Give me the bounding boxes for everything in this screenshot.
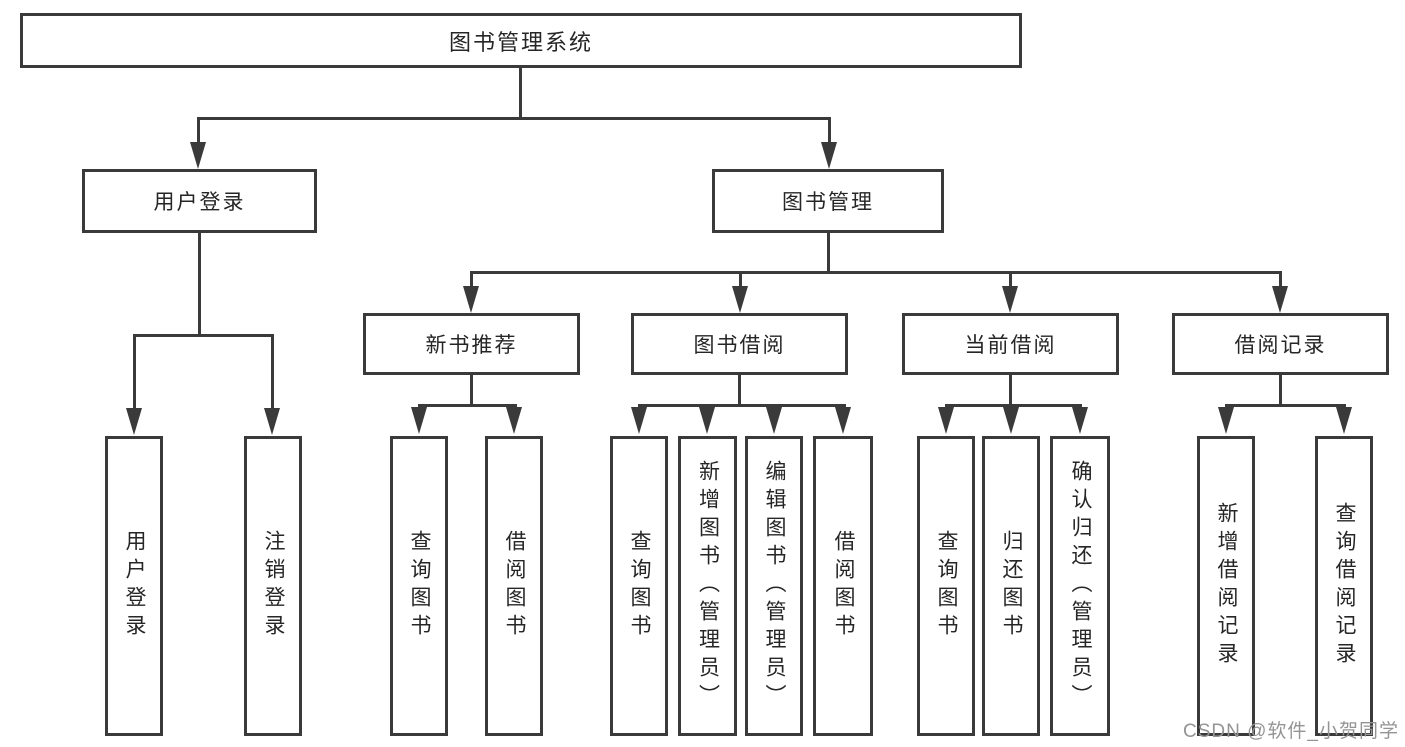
connector-line: [945, 404, 1082, 407]
connector-line: [738, 375, 741, 407]
arrow-down-icon: [1072, 407, 1088, 434]
leaf-bb-add-books-admin-label: 新增图书（管理员）: [696, 460, 720, 712]
connector-line: [271, 334, 274, 409]
arrow-down-icon: [264, 408, 280, 435]
connector-line: [470, 375, 473, 407]
node-book-management-label: 图书管理: [782, 191, 874, 214]
arrow-down-icon: [506, 407, 522, 434]
leaf-br-query-record-label: 查询借阅记录: [1333, 502, 1357, 670]
connector-line: [638, 404, 846, 407]
leaf-logout-label: 注销登录: [262, 530, 286, 642]
connector-line: [1009, 271, 1012, 288]
connector-line: [197, 117, 831, 120]
connector-line: [1009, 375, 1012, 407]
node-root-label: 图书管理系统: [448, 29, 593, 55]
node-root: 图书管理系统: [20, 13, 1022, 68]
arrow-down-icon: [699, 407, 715, 434]
connector-line: [1279, 271, 1282, 288]
connector-line: [1225, 404, 1346, 407]
node-user-login: 用户登录: [82, 169, 317, 233]
node-new-book-recommend: 新书推荐: [363, 313, 580, 375]
node-borrowing-records: 借阅记录: [1172, 313, 1389, 375]
leaf-bb-edit-books-admin-label: 编辑图书（管理员）: [763, 460, 787, 712]
leaf-bb-query-books: 查询图书: [610, 436, 668, 736]
leaf-user-login: 用户登录: [105, 436, 163, 736]
node-user-login-label: 用户登录: [153, 191, 246, 214]
leaf-nb-query-books-label: 查询图书: [408, 530, 432, 642]
node-book-management: 图书管理: [712, 169, 944, 233]
leaf-br-query-record: 查询借阅记录: [1315, 436, 1373, 736]
leaf-nb-borrow-books-label: 借阅图书: [503, 530, 527, 642]
arrow-down-icon: [938, 407, 954, 434]
connector-line: [197, 117, 200, 145]
arrow-down-icon: [766, 407, 782, 434]
leaf-bb-add-books-admin: 新增图书（管理员）: [678, 436, 737, 736]
arrow-down-icon: [1003, 407, 1019, 434]
arrow-down-icon: [411, 407, 427, 434]
leaf-logout: 注销登录: [244, 436, 302, 736]
leaf-cb-return-books-label: 归还图书: [1000, 530, 1024, 642]
leaf-nb-borrow-books: 借阅图书: [485, 436, 543, 736]
arrow-down-icon: [835, 407, 851, 434]
arrow-down-icon: [190, 142, 206, 169]
connector-line: [198, 232, 201, 335]
leaf-cb-return-books: 归还图书: [982, 436, 1040, 736]
leaf-cb-confirm-return-admin: 确认归还（管理员）: [1050, 436, 1110, 736]
arrow-down-icon: [732, 286, 748, 313]
connector-line: [827, 232, 830, 274]
node-current-borrowing: 当前借阅: [902, 313, 1119, 375]
node-book-borrowing: 图书借阅: [631, 313, 848, 375]
connector-line: [739, 271, 742, 288]
arrow-down-icon: [821, 142, 837, 169]
connector-line: [470, 271, 473, 288]
connector-line: [1279, 375, 1282, 407]
node-new-book-recommend-label: 新书推荐: [425, 334, 518, 357]
leaf-nb-query-books: 查询图书: [390, 436, 448, 736]
arrow-down-icon: [126, 408, 142, 435]
leaf-cb-confirm-return-admin-label: 确认归还（管理员）: [1069, 460, 1093, 712]
connector-line: [133, 334, 136, 409]
leaf-bb-borrow-books: 借阅图书: [813, 436, 873, 736]
connector-line: [519, 67, 522, 120]
leaf-bb-edit-books-admin: 编辑图书（管理员）: [745, 436, 803, 736]
leaf-br-add-record: 新增借阅记录: [1197, 436, 1255, 736]
leaf-br-add-record-label: 新增借阅记录: [1215, 502, 1239, 670]
leaf-bb-query-books-label: 查询图书: [628, 530, 652, 642]
leaf-cb-query-books-label: 查询图书: [935, 530, 959, 642]
connector-line: [470, 271, 1282, 274]
arrow-down-icon: [631, 407, 647, 434]
node-borrowing-records-label: 借阅记录: [1234, 334, 1327, 357]
node-book-borrowing-label: 图书借阅: [693, 334, 786, 357]
leaf-cb-query-books: 查询图书: [917, 436, 975, 736]
node-current-borrowing-label: 当前借阅: [964, 334, 1057, 357]
arrow-down-icon: [1336, 407, 1352, 434]
arrow-down-icon: [463, 286, 479, 313]
arrow-down-icon: [1002, 286, 1018, 313]
connector-line: [828, 117, 831, 145]
leaf-user-login-label: 用户登录: [123, 530, 147, 642]
connector-line: [418, 404, 517, 407]
arrow-down-icon: [1272, 286, 1288, 313]
arrow-down-icon: [1218, 407, 1234, 434]
leaf-bb-borrow-books-label: 借阅图书: [832, 530, 856, 642]
watermark: CSDN @软件_小贺同学: [1183, 721, 1399, 742]
connector-line: [133, 334, 274, 337]
